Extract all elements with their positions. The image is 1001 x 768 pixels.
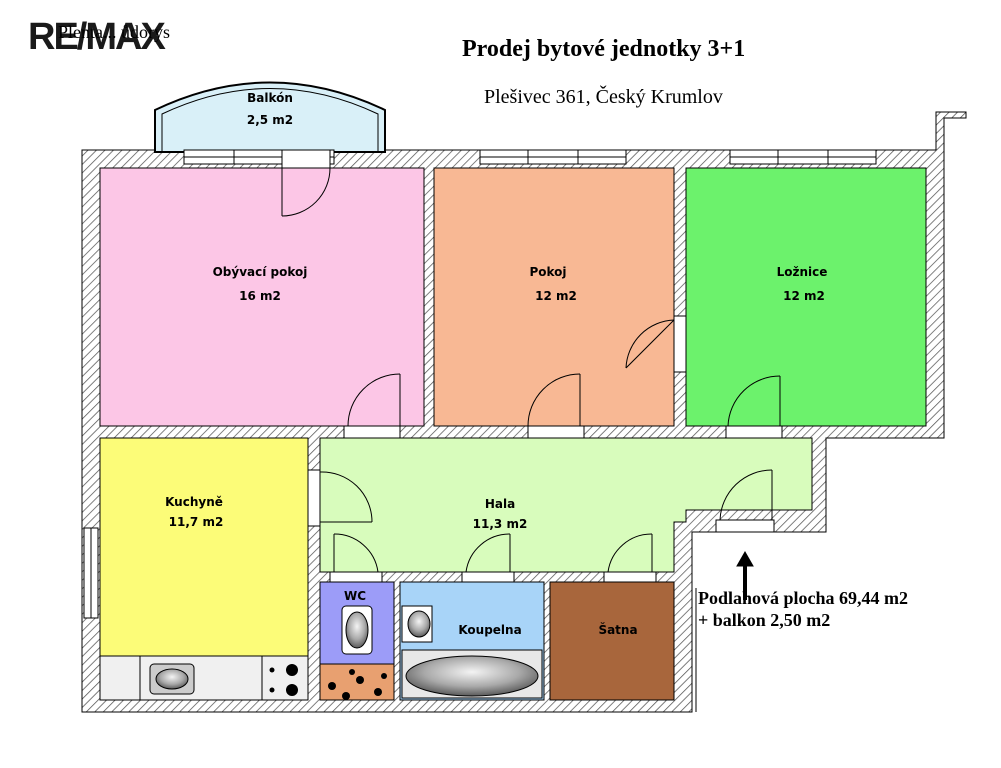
page-title: Prodej bytové jednotky 3+1 xyxy=(462,36,746,62)
pokoj-area: 12 m2 xyxy=(535,289,577,303)
room-obyvaci-pokoj xyxy=(99,167,425,427)
address: Plešivec 361, Český Krumlov xyxy=(484,86,723,108)
door-obyvaci xyxy=(343,373,401,439)
floor-area-note: Podlahová plocha 69,44 m2 xyxy=(698,588,909,608)
window-top-3 xyxy=(729,149,877,165)
plan-caption: Plenta... ůdorys xyxy=(58,22,170,42)
room-loznice xyxy=(685,167,927,427)
door-pokoj-side xyxy=(625,315,687,373)
stove-icon xyxy=(269,664,298,696)
obyvaci-name: Obývací pokoj xyxy=(213,265,308,279)
balcony-area-note: + balkon 2,50 m2 xyxy=(698,610,831,630)
door-pokoj xyxy=(527,373,585,439)
window-left xyxy=(83,527,99,619)
room-satna xyxy=(549,581,675,701)
door-wc xyxy=(329,533,383,583)
toilet-icon xyxy=(341,605,373,655)
door-loznice xyxy=(725,375,783,439)
remax-logo: RE/MAX xyxy=(28,16,166,58)
koupelna-name: Koupelna xyxy=(458,623,521,637)
balcony xyxy=(154,81,386,153)
door-kuchyne xyxy=(307,469,373,527)
balkon-name: Balkón xyxy=(247,91,293,105)
loznice-name: Ložnice xyxy=(777,265,828,279)
hala-name: Hala xyxy=(485,497,515,511)
bathtub-icon xyxy=(401,649,543,699)
door-satna xyxy=(603,533,657,583)
hala-area: 11,3 m2 xyxy=(473,517,528,531)
sink-icon xyxy=(401,605,433,643)
door-entrance xyxy=(715,469,775,533)
kuchyne-area: 11,7 m2 xyxy=(169,515,224,529)
satna-name: Šatna xyxy=(598,622,637,637)
wc-floor-pattern xyxy=(328,669,387,700)
door-koupelna xyxy=(461,533,515,583)
kitchen-counter xyxy=(99,655,309,701)
loznice-area: 12 m2 xyxy=(783,289,825,303)
entrance-arrow xyxy=(736,550,754,600)
balkon-area: 2,5 m2 xyxy=(247,113,293,127)
door-balcony xyxy=(281,149,331,217)
obyvaci-area: 16 m2 xyxy=(239,289,281,303)
room-hala xyxy=(319,437,813,573)
wc-name: WC xyxy=(344,589,366,603)
kuchyne-name: Kuchyně xyxy=(165,495,223,509)
window-top-2 xyxy=(479,149,627,165)
pokoj-name: Pokoj xyxy=(529,265,566,279)
